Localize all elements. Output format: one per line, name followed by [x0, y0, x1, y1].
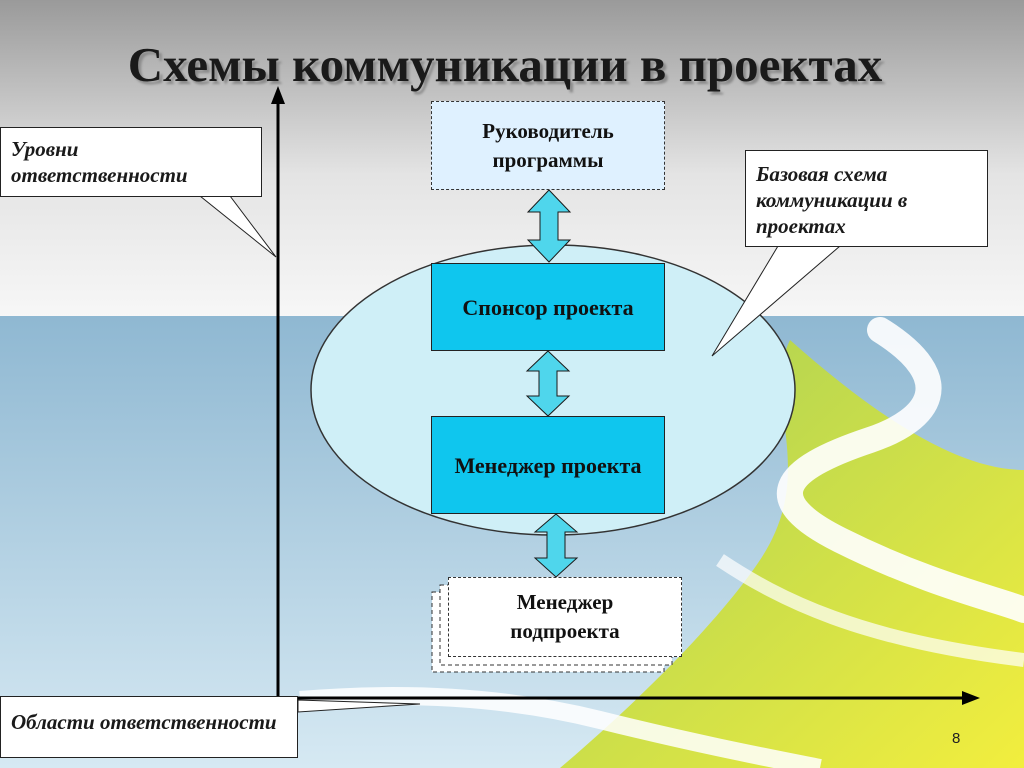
callout-base-scheme: Базовая схема коммуникации в проектах	[745, 150, 988, 247]
node-project-manager-label: Менеджер проекта	[454, 452, 642, 478]
node-subproject-manager: Менеджер подпроекта	[448, 577, 682, 657]
callout-pointer-areas	[297, 699, 421, 713]
vertical-axis-arrowhead	[271, 86, 285, 104]
node-project-sponsor-label: Спонсор проекта	[462, 294, 634, 320]
node-subproject-manager-label: Менеджер подпроекта	[510, 590, 620, 643]
callout-base-scheme-text: Базовая схема коммуникации в проектах	[756, 162, 908, 238]
road-swoosh-1	[777, 317, 1024, 623]
callout-responsibility-levels: Уровни ответственности	[0, 127, 262, 197]
node-program-manager-label: Руководитель программы	[482, 118, 614, 172]
callout-responsibility-levels-text: Уровни ответственности	[11, 137, 188, 187]
arrow-program-to-sponsor	[526, 189, 572, 263]
slide-title: Схемы коммуникации в проектах	[127, 37, 883, 92]
node-project-manager: Менеджер проекта	[431, 416, 665, 514]
node-project-sponsor: Спонсор проекта	[431, 263, 665, 351]
horizontal-axis-arrowhead	[962, 691, 980, 705]
road-swoosh-3	[716, 554, 1024, 667]
road-swoosh-2	[299, 687, 822, 768]
callout-responsibility-areas: Области ответственности	[0, 696, 298, 758]
callout-responsibility-areas-text: Области ответственности	[11, 710, 277, 734]
node-program-manager: Руководитель программы	[431, 101, 665, 190]
page-number: 8	[952, 730, 961, 747]
